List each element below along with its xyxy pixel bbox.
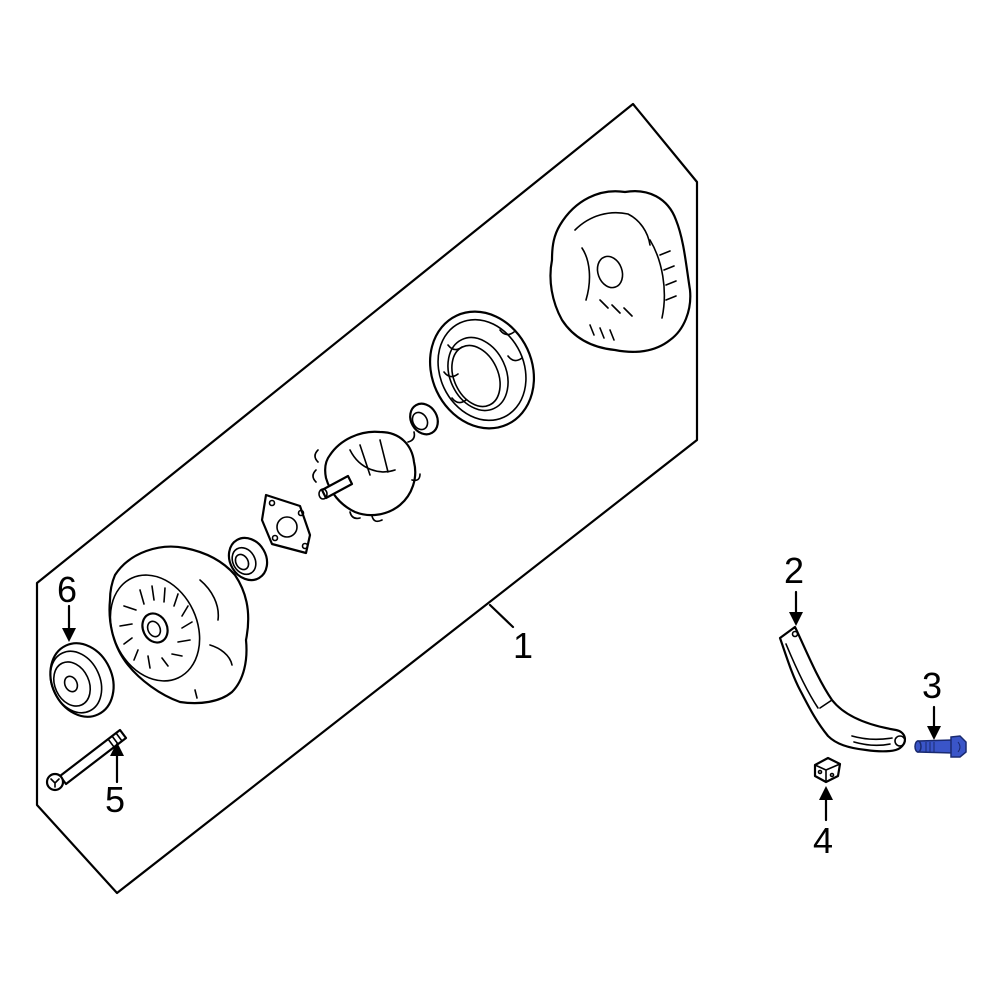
front-housing[interactable] [94, 545, 250, 705]
bracket-bolt-highlighted[interactable] [914, 735, 967, 758]
callout-5[interactable]: 5 [105, 779, 126, 820]
callout-3[interactable]: 3 [922, 665, 943, 706]
callout-1[interactable]: 1 [513, 625, 534, 666]
rotor[interactable] [312, 430, 421, 523]
small-bearing[interactable] [405, 399, 444, 440]
stator[interactable] [411, 294, 552, 445]
pulley[interactable] [39, 633, 125, 727]
callout-4[interactable]: 4 [813, 820, 834, 861]
nut[interactable] [813, 756, 842, 784]
callout-leaders [62, 590, 941, 822]
front-bearing[interactable] [221, 531, 274, 587]
callout-2[interactable]: 2 [784, 550, 805, 591]
rear-housing[interactable] [549, 190, 692, 353]
alternator-bracket[interactable] [778, 625, 906, 753]
gasket-plate[interactable] [260, 493, 312, 555]
through-bolt[interactable] [45, 728, 128, 792]
callout-6[interactable]: 6 [57, 569, 78, 610]
assembly-panel-outline [35, 102, 699, 895]
